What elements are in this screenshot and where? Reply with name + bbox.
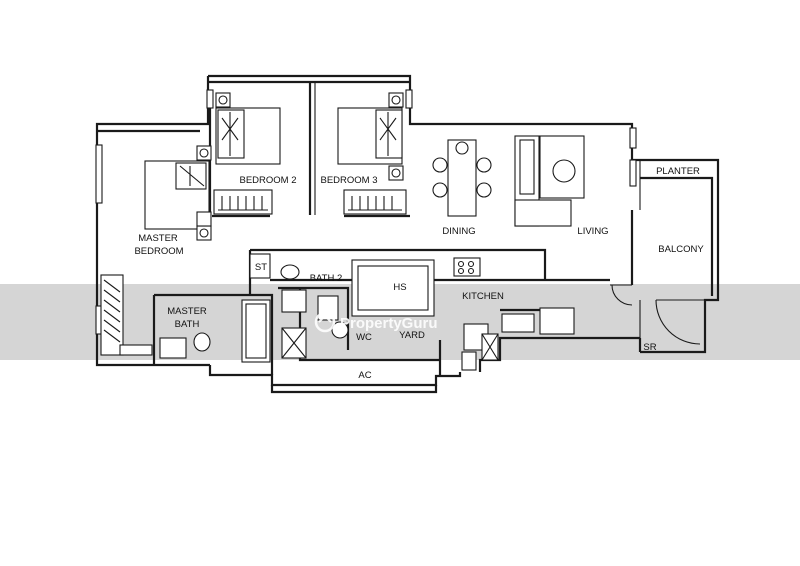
bedroom3-wardrobe xyxy=(343,189,407,215)
label-hs: HS xyxy=(393,282,406,293)
watermark-brand: PropertyGuru xyxy=(340,315,438,332)
exterior-walls xyxy=(95,74,720,387)
label-kitchen: KITCHEN xyxy=(462,291,504,302)
yard-fixtures xyxy=(317,295,499,371)
label-master-bedroom-1: MASTER xyxy=(138,233,178,244)
bedroom3-bed xyxy=(337,92,404,181)
windows xyxy=(95,89,637,335)
label-balcony: BALCONY xyxy=(658,244,704,255)
label-st: ST xyxy=(255,262,267,273)
watermark: PropertyGuru xyxy=(314,311,438,333)
label-bedroom2: BEDROOM 2 xyxy=(239,175,296,186)
label-master-bath-2: BATH xyxy=(175,319,200,330)
ac-ledge xyxy=(270,385,438,394)
bedroom2-bed xyxy=(196,92,281,227)
master-wardrobe xyxy=(100,274,153,356)
dining-table xyxy=(432,139,492,217)
label-sr: SR xyxy=(643,342,656,353)
label-yard: YARD xyxy=(399,330,425,341)
label-ac: AC xyxy=(358,370,371,381)
kitchen-fixtures xyxy=(351,257,575,335)
label-master-bedroom-2: BEDROOM xyxy=(134,246,183,257)
label-master-bath-1: MASTER xyxy=(167,306,207,317)
label-bedroom3: BEDROOM 3 xyxy=(320,175,377,186)
watermark-logo-icon xyxy=(314,311,336,333)
master-bath-fixtures xyxy=(159,299,271,363)
living-sofa xyxy=(514,135,585,227)
label-bath2: BATH 2 xyxy=(310,273,343,284)
label-living: LIVING xyxy=(577,226,608,237)
label-dining: DINING xyxy=(442,226,475,237)
bath2-fixtures xyxy=(249,253,307,359)
label-planter: PLANTER xyxy=(656,166,700,177)
bedroom2-wardrobe xyxy=(213,189,273,215)
interior-walls xyxy=(152,82,610,376)
label-wc: WC xyxy=(356,332,372,343)
doors xyxy=(610,284,704,345)
